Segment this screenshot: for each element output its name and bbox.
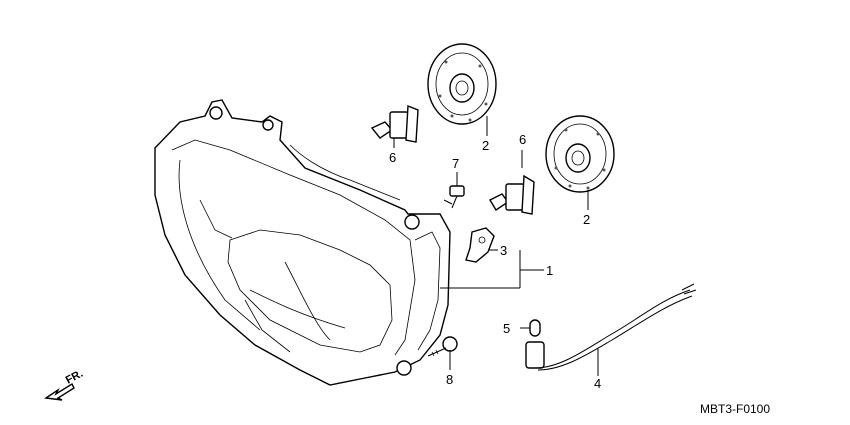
callout-8: 8 bbox=[446, 372, 453, 387]
callout-7: 7 bbox=[452, 156, 459, 171]
bulb-left bbox=[370, 104, 419, 143]
front-direction-label: FR. bbox=[64, 368, 85, 387]
screw-7 bbox=[443, 185, 465, 209]
bulb-right bbox=[489, 174, 535, 215]
socket-cover-upper bbox=[427, 43, 497, 125]
callout-1: 1 bbox=[546, 263, 553, 278]
headlight-assembly bbox=[154, 99, 451, 386]
callout-2-upper: 2 bbox=[482, 138, 489, 153]
screw-8 bbox=[427, 336, 458, 357]
callout-6-right: 6 bbox=[519, 132, 526, 147]
bracket-3 bbox=[465, 227, 495, 263]
callout-6-left: 6 bbox=[389, 150, 396, 165]
callout-4: 4 bbox=[594, 376, 601, 391]
socket-cover-lower bbox=[545, 115, 615, 193]
bulb-5 bbox=[529, 319, 541, 337]
front-arrow-icon bbox=[44, 382, 75, 401]
socket-wire-4 bbox=[525, 283, 697, 371]
callout-3: 3 bbox=[500, 243, 507, 258]
drawing-code: MBT3-F0100 bbox=[700, 402, 770, 416]
leader-lines bbox=[393, 116, 599, 376]
callout-5: 5 bbox=[503, 321, 510, 336]
callout-2-lower: 2 bbox=[583, 212, 590, 227]
